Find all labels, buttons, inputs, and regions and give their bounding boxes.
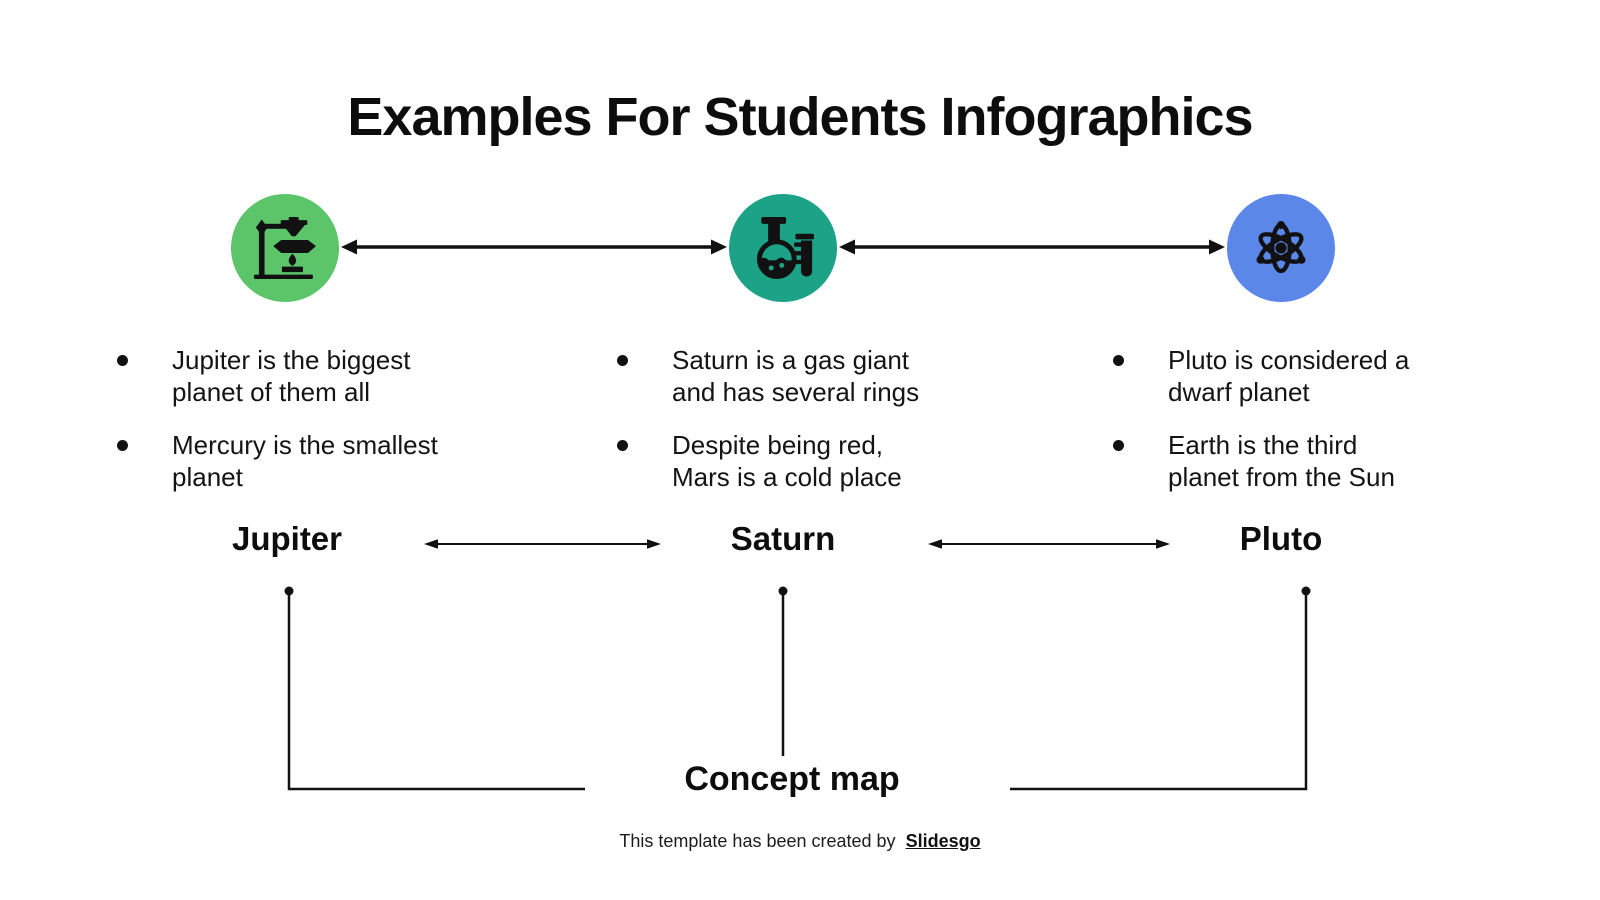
connector-jupiter [284, 586, 585, 791]
slidesgo-link[interactable]: Slidesgo [905, 831, 981, 851]
bullet-text: Despite being red, Mars is a cold place [672, 430, 902, 492]
attribution: This template has been created by Slides… [0, 831, 1600, 852]
bullet-text: Earth is the third planet from the Sun [1168, 430, 1395, 492]
bullet-text: Mercury is the smallest planet [172, 430, 438, 492]
saturn-bullet-list: Saturn is a gas giant and has several ri… [617, 344, 957, 493]
label-arrow-right-icon [928, 539, 1170, 549]
jupiter-circle-badge [231, 194, 339, 302]
bullet-dot-icon [617, 440, 628, 451]
bullet-dot-icon [117, 440, 128, 451]
circle-arrow-left-icon [341, 239, 727, 255]
list-item: Despite being red, Mars is a cold place [617, 429, 957, 493]
list-item: Mercury is the smallest planet [117, 429, 457, 493]
pluto-bullet-list: Pluto is considered a dwarf planet Earth… [1113, 344, 1453, 493]
pluto-circle-badge [1227, 194, 1335, 302]
list-item: Pluto is considered a dwarf planet [1113, 344, 1453, 408]
concept-map-label: Concept map [684, 760, 900, 798]
jupiter-label: Jupiter [231, 520, 343, 557]
connector-saturn [778, 586, 788, 756]
list-item: Earth is the third planet from the Sun [1113, 429, 1453, 493]
page-title: Examples For Students Infographics [347, 87, 1253, 147]
bullet-dot-icon [1113, 355, 1124, 366]
saturn-label: Saturn [730, 520, 836, 557]
saturn-circle-badge [729, 194, 837, 302]
chemistry-flask-icon [756, 217, 814, 279]
bullet-text: Jupiter is the biggest planet of them al… [172, 345, 411, 407]
atom-icon [1256, 221, 1306, 274]
attribution-text: This template has been created by [619, 831, 896, 851]
circle-arrow-right-icon [839, 239, 1225, 255]
bullet-dot-icon [617, 355, 628, 366]
bullet-dot-icon [1113, 440, 1124, 451]
pluto-label: Pluto [1239, 520, 1323, 557]
bullet-text: Saturn is a gas giant and has several ri… [672, 345, 920, 407]
label-arrow-left-icon [424, 539, 661, 549]
connector-pluto [1010, 586, 1311, 791]
lab-stand-icon [254, 217, 316, 279]
jupiter-bullet-list: Jupiter is the biggest planet of them al… [117, 344, 457, 493]
list-item: Jupiter is the biggest planet of them al… [117, 344, 457, 408]
bullet-dot-icon [117, 355, 128, 366]
bullet-text: Pluto is considered a dwarf planet [1168, 345, 1410, 407]
list-item: Saturn is a gas giant and has several ri… [617, 344, 957, 408]
